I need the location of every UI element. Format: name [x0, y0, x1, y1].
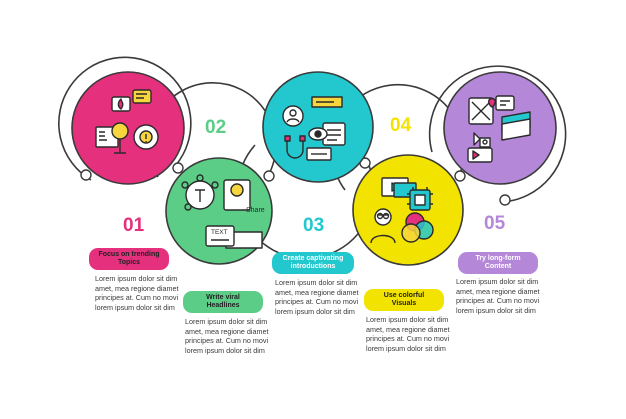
connector-dot [499, 194, 511, 206]
viral-headlines-icon [181, 174, 263, 249]
step-description-02: Lorem ipsum dolor sit dim amet, mea regi… [185, 317, 269, 355]
step-number-04: 04 [390, 115, 412, 136]
captivating-introductions-icon [282, 96, 346, 161]
colorful-visuals-icon [370, 177, 434, 244]
connector-dot [172, 162, 184, 174]
circle-step-4 [352, 154, 464, 266]
step-title-pill-05: Try long-form Content [458, 252, 538, 274]
step-description-03: Lorem ipsum dolor sit dim amet, mea regi… [275, 278, 359, 316]
step-title-01: Focus on trending Topics [98, 251, 160, 266]
step-title-02: Write viral Headlines [206, 294, 240, 309]
step-number-05: 05 [484, 213, 506, 234]
icon-label-share: Share [246, 207, 265, 214]
long-form-content-icon [467, 95, 531, 163]
step-description-01: Lorem ipsum dolor sit dim amet, mea regi… [95, 274, 179, 312]
step-title-03: Create captivating introductions [282, 255, 344, 270]
step-title-04: Use colorful Visuals [383, 292, 425, 307]
trending-topics-icon [95, 89, 159, 154]
step-description-04: Lorem ipsum dolor sit dim amet, mea regi… [366, 315, 450, 353]
step-description-05: Lorem ipsum dolor sit dim amet, mea regi… [456, 277, 540, 315]
step-number-02: 02 [205, 117, 227, 138]
step-title-05: Try long-form Content [475, 255, 521, 270]
step-number-01: 01 [123, 215, 145, 236]
icon-label-text: TEXT [211, 229, 228, 236]
step-title-pill-02: Write viral Headlines [183, 291, 263, 313]
connector-dot [80, 169, 92, 181]
step-number-03: 03 [303, 215, 325, 236]
ring-outline-5 [428, 65, 567, 203]
step-title-pill-01: Focus on trending Topics [89, 248, 169, 270]
step-title-pill-03: Create captivating introductions [272, 252, 354, 274]
circle-step-3 [262, 71, 374, 183]
ring-outline-1 [58, 56, 192, 181]
connector-dot [263, 170, 275, 182]
step-title-pill-04: Use colorful Visuals [364, 289, 444, 311]
connector-dot [454, 170, 466, 182]
circle-step-5 [443, 71, 557, 185]
